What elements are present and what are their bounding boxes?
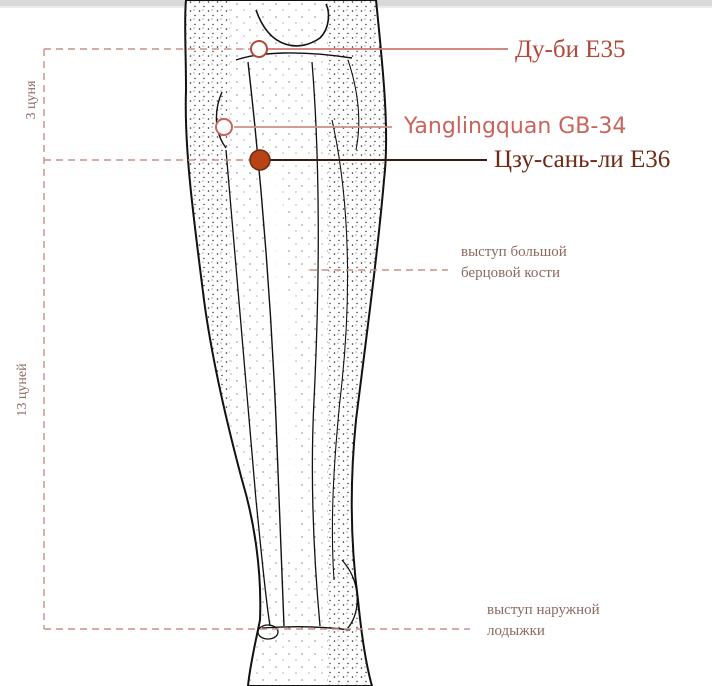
- landmark-ankle-line1: выступ наружной: [487, 600, 600, 621]
- leg-shading-outer-right: [328, 0, 398, 686]
- measure-label-3-cun: 3 цуня: [24, 70, 40, 130]
- landmark-tibia-line2: берцовой кости: [461, 263, 567, 284]
- landmark-ankle-line2: лодыжки: [487, 621, 600, 642]
- point-marker-gb34: [216, 119, 232, 135]
- landmark-tibia-line1: выступ большой: [461, 242, 567, 263]
- leg-illustration: [180, 0, 398, 686]
- point-marker-e36: [250, 150, 270, 170]
- point-label-e36: Цзу-сань-ли E36: [494, 147, 670, 172]
- point-label-e35: Ду-би E35: [515, 37, 626, 62]
- leg-shading-outer-left: [180, 0, 230, 686]
- landmark-tibia: выступ большой берцовой кости: [461, 242, 567, 284]
- point-label-gb34: Yanglingquan GB-34: [404, 116, 626, 138]
- landmark-ankle: выступ наружной лодыжки: [487, 600, 600, 642]
- measure-label-13-cun: 13 цуней: [15, 350, 31, 430]
- point-marker-e35: [251, 41, 267, 57]
